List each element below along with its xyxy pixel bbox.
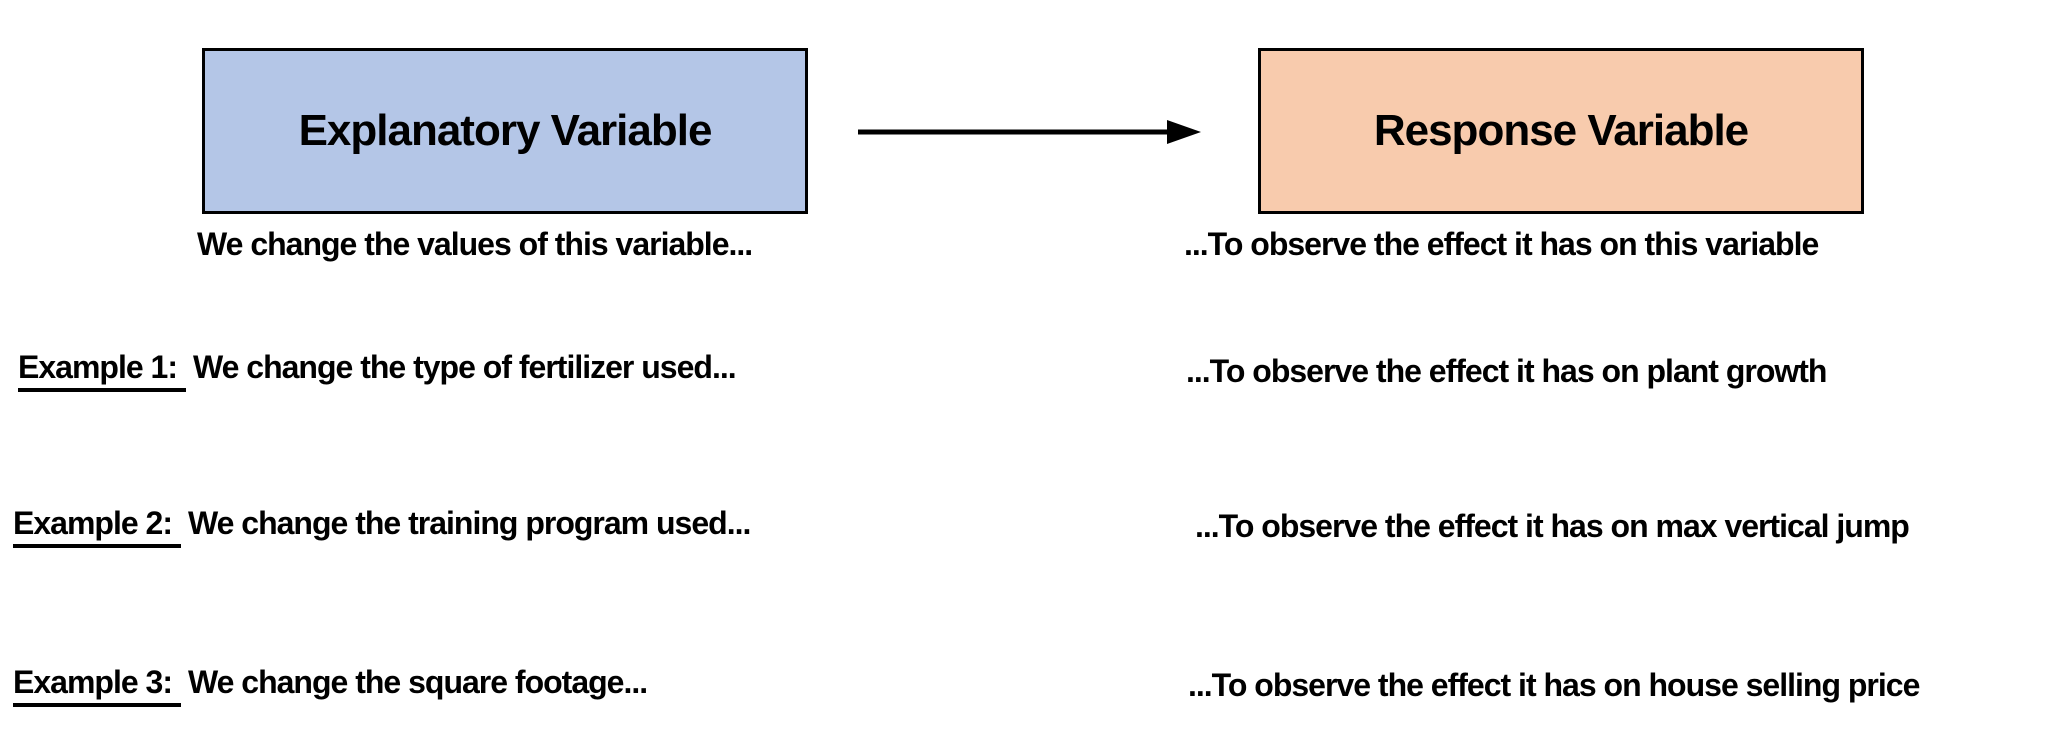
explanatory-caption: We change the values of this variable... xyxy=(197,226,753,262)
example-2-label: Example 2: xyxy=(13,505,181,548)
response-variable-box: Response Variable xyxy=(1258,48,1864,214)
explanatory-variable-box: Explanatory Variable xyxy=(202,48,808,214)
example-row-3-effect: ...To observe the effect it has on house… xyxy=(1188,667,1920,703)
response-caption: ...To observe the effect it has on this … xyxy=(1184,226,1819,262)
example-row-1-effect: ...To observe the effect it has on plant… xyxy=(1186,353,1827,389)
response-variable-label: Response Variable xyxy=(1373,106,1749,155)
example-row-2-effect: ...To observe the effect it has on max v… xyxy=(1195,508,1910,544)
example-1-label: Example 1: xyxy=(18,349,186,392)
right-arrow-icon xyxy=(858,120,1201,144)
explanatory-to-response-arrow xyxy=(855,112,1203,152)
example-3-label: Example 3: xyxy=(13,664,181,707)
explanatory-variable-label: Explanatory Variable xyxy=(298,106,713,155)
example-1-cause-text: We change the type of fertilizer used... xyxy=(192,349,737,385)
example-row-2-cause: Example 2:We change the training program… xyxy=(13,505,751,548)
example-3-cause-text: We change the square footage... xyxy=(187,664,648,700)
example-2-cause-text: We change the training program used... xyxy=(187,505,751,541)
example-row-1-cause: Example 1:We change the type of fertiliz… xyxy=(18,349,737,392)
example-row-3-cause: Example 3:We change the square footage..… xyxy=(13,664,648,707)
